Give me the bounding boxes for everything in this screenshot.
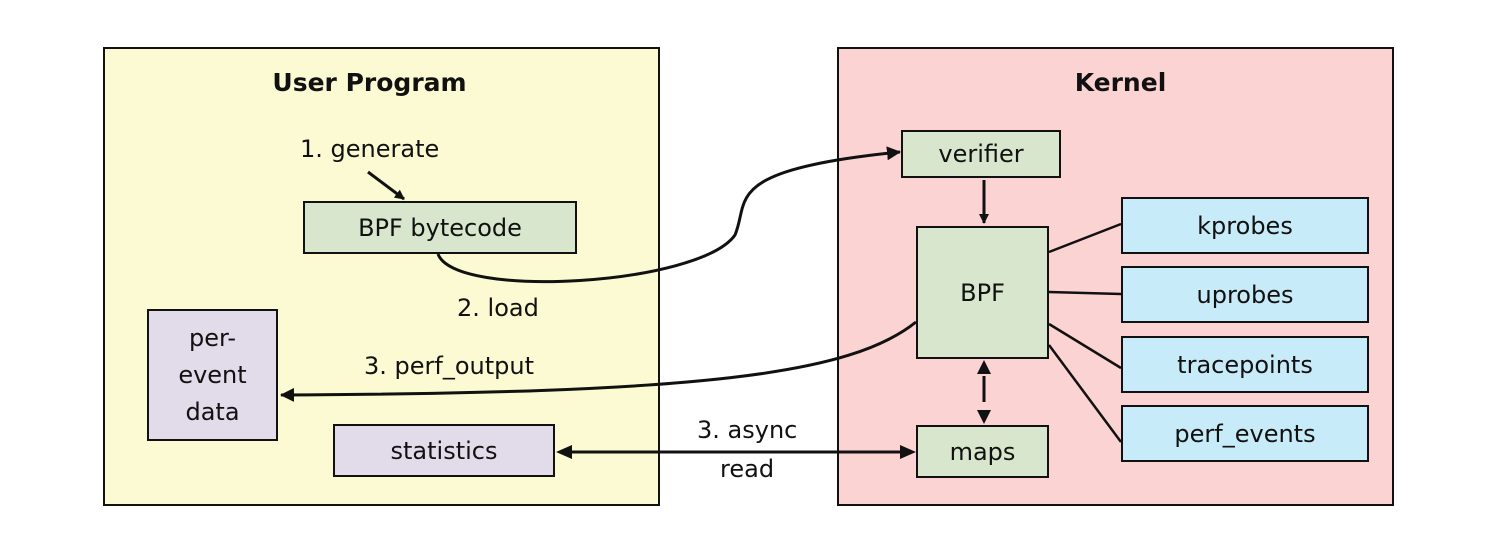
perf-events-label: perf_events bbox=[1174, 419, 1316, 448]
perf-output-label: 3. perf_output bbox=[364, 352, 535, 380]
perf-output-arrow bbox=[280, 320, 917, 402]
bpf-to-perf-events-line bbox=[1047, 344, 1123, 443]
bpf-label: BPF bbox=[960, 278, 1005, 307]
bpf-maps-arrow-up bbox=[977, 360, 991, 374]
verifier-box: verifier bbox=[901, 130, 1061, 178]
uprobes-box: uprobes bbox=[1121, 266, 1369, 323]
uprobes-label: uprobes bbox=[1196, 280, 1294, 309]
async-read-label-line1: 3. async bbox=[697, 416, 798, 444]
tracepoints-box: tracepoints bbox=[1121, 336, 1369, 393]
bpf-bytecode-box: BPF bytecode bbox=[303, 201, 577, 254]
kernel-title: Kernel bbox=[1074, 68, 1167, 97]
per-event-data-box: per- event data bbox=[147, 309, 278, 441]
statistics-box: statistics bbox=[333, 424, 555, 477]
perf-events-box: perf_events bbox=[1121, 405, 1369, 462]
async-read-arrow-right bbox=[900, 445, 916, 459]
load-arrow bbox=[436, 146, 901, 284]
per-event-data-label-line1: per- bbox=[189, 323, 236, 352]
bpf-maps-arrow-down bbox=[977, 410, 991, 424]
kprobes-box: kprobes bbox=[1121, 197, 1369, 254]
maps-label: maps bbox=[949, 437, 1016, 466]
bpf-bytecode-label: BPF bytecode bbox=[358, 213, 522, 242]
maps-box: maps bbox=[916, 425, 1049, 478]
per-event-data-label-line3: data bbox=[185, 397, 240, 426]
async-read-label-line2: read bbox=[720, 455, 775, 483]
async-read-arrow-left bbox=[556, 445, 572, 459]
bpf-to-kprobes-line bbox=[1048, 222, 1122, 254]
bpf-box: BPF bbox=[916, 226, 1049, 359]
generate-arrow bbox=[367, 170, 405, 201]
load-label: 2. load bbox=[457, 294, 539, 322]
statistics-label: statistics bbox=[390, 436, 498, 465]
user-program-title: User Program bbox=[272, 68, 467, 97]
bpf-to-tracepoints-line bbox=[1048, 322, 1122, 370]
per-event-data-label-line2: event bbox=[178, 360, 247, 389]
verifier-label: verifier bbox=[938, 140, 1024, 168]
tracepoints-label: tracepoints bbox=[1177, 350, 1313, 379]
kprobes-label: kprobes bbox=[1197, 211, 1293, 240]
bpf-to-uprobes-line bbox=[1048, 290, 1122, 296]
generate-label: 1. generate bbox=[300, 135, 440, 163]
